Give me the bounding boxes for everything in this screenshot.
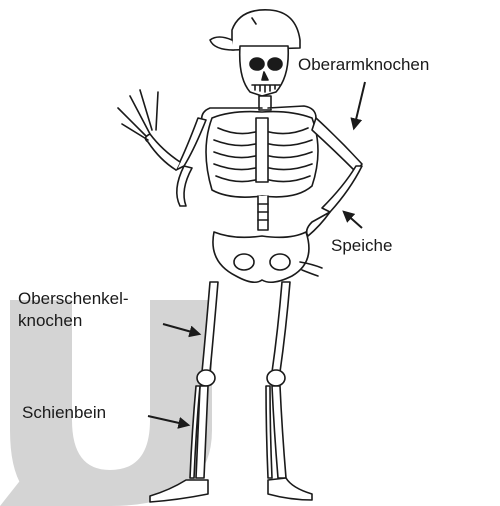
femur-arrow bbox=[163, 324, 199, 334]
radius-arrow bbox=[344, 212, 362, 228]
tibia-arrow bbox=[148, 416, 188, 425]
humerus-arrow bbox=[354, 82, 365, 128]
tibia-label: Schienbein bbox=[22, 403, 106, 423]
femur-label-line2: knochen bbox=[18, 311, 82, 331]
femur-label-line1: Oberschenkel- bbox=[18, 289, 129, 309]
radius-label: Speiche bbox=[331, 236, 392, 256]
humerus-label: Oberarmknochen bbox=[298, 55, 429, 75]
